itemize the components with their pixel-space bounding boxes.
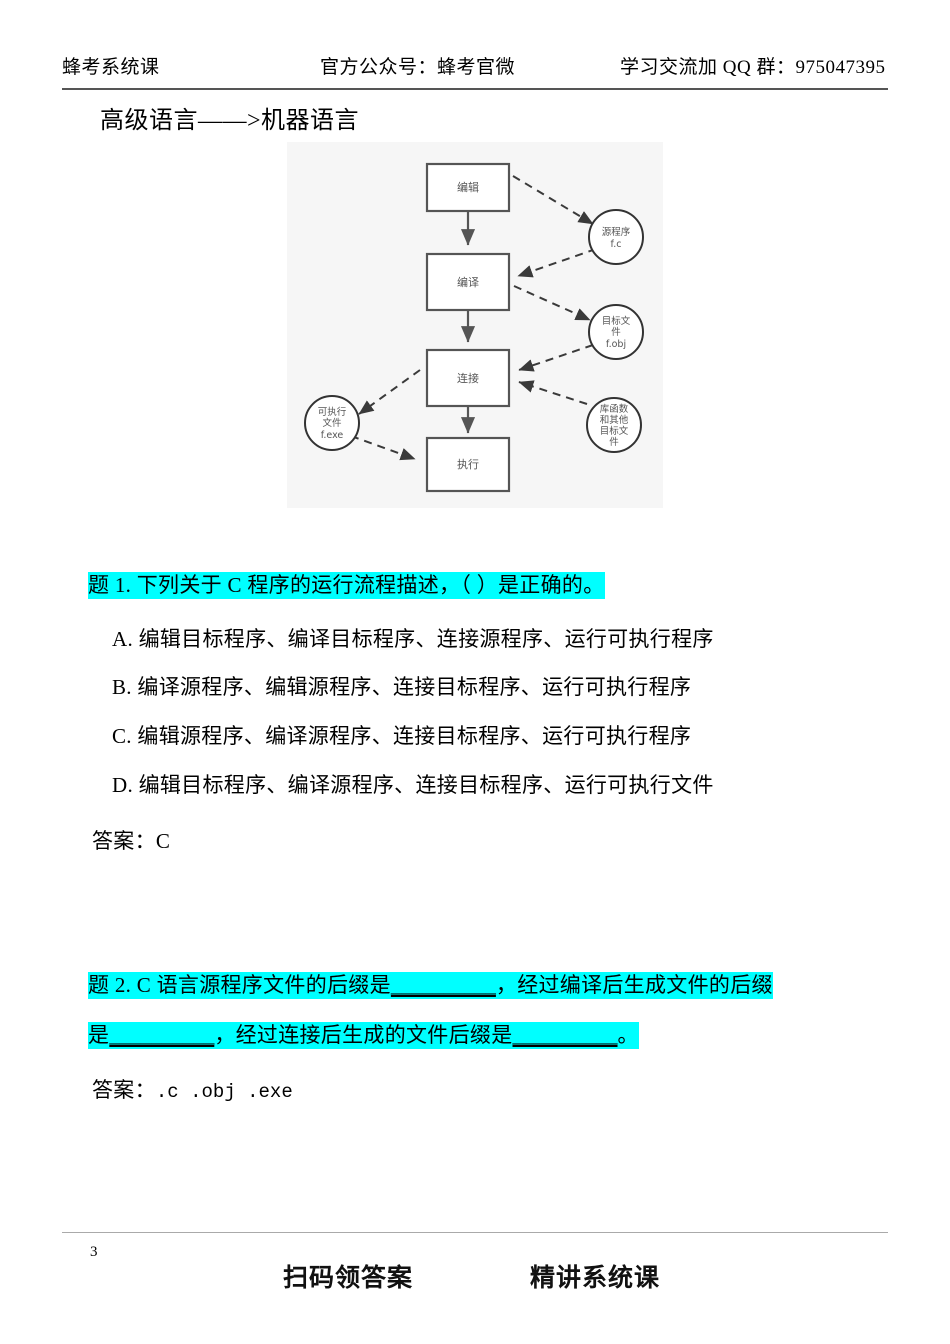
question-2-line1-part2: ，经过编译后生成文件的后缀	[495, 973, 773, 997]
edge-compile-to-object	[513, 285, 591, 321]
diagram-node-compile-label: 编译	[457, 275, 479, 289]
header-center-text: 官方公众号：蜂考官微	[320, 57, 516, 78]
question-2-blank-2[interactable]: __________	[109, 1023, 215, 1047]
edge-library-to-link	[518, 380, 588, 405]
diagram-node-source-file: 源程序 f.c	[588, 209, 644, 265]
question-1-answer: 答案：C	[92, 825, 170, 855]
edge-edit-to-source	[512, 175, 594, 225]
page-header: 蜂考系统课 官方公众号：蜂考官微 学习交流加 QQ 群：975047395	[62, 52, 888, 86]
diagram-node-source-line2: f.c	[611, 239, 622, 250]
diagram-node-object-line1: 目标文	[602, 315, 631, 327]
diagram-node-link: 连接	[425, 348, 511, 408]
header-right-text: 学习交流加 QQ 群：975047395	[620, 57, 886, 78]
edge-link-to-executable	[358, 369, 421, 415]
header-divider	[62, 88, 888, 90]
question-2-blank-3[interactable]: __________	[512, 1023, 618, 1047]
question-1-option-d[interactable]: D. 编辑目标程序、编译源程序、连接目标程序、运行可执行文件	[112, 773, 714, 797]
question-2-line-1: 题 2. C 语言源程序文件的后缀是__________，经过编译后生成文件的后…	[88, 970, 773, 1000]
diagram-node-library-line3: 目标文	[600, 425, 629, 437]
diagram-node-library-line2: 和其他	[600, 414, 629, 426]
question-1-option-a[interactable]: A. 编辑目标程序、编译目标程序、连接源程序、运行可执行程序	[112, 627, 714, 651]
question-2-blank-1[interactable]: __________	[390, 973, 496, 997]
question-1-option-c[interactable]: C. 编辑源程序、编译源程序、连接目标程序、运行可执行程序	[112, 724, 692, 748]
diagram-node-run: 执行	[425, 436, 511, 493]
question-1-stem-text: 题 1. 下列关于 C 程序的运行流程描述，（ ）是正确的。	[88, 572, 605, 599]
diagram-node-library-line4: 件	[609, 436, 619, 448]
edge-source-to-compile	[517, 248, 597, 278]
question-2-line2-part3: 。	[617, 1023, 639, 1047]
diagram-node-object-file: 目标文 件 f.obj	[588, 304, 644, 360]
diagram-node-object-line2: 件	[611, 326, 621, 338]
question-2-answer: 答案：.c .obj .exe	[92, 1074, 293, 1104]
question-2-answer-label: 答案：	[92, 1078, 156, 1102]
question-1-option-b[interactable]: B. 编译源程序、编辑源程序、连接目标程序、运行可执行程序	[112, 675, 692, 699]
diagram-node-executable-line3: f.exe	[321, 430, 344, 441]
diagram-node-library-line1: 库函数	[600, 403, 629, 415]
diagram-node-executable-file: 可执行 文件 f.exe	[304, 395, 360, 451]
section-title: 高级语言——>机器语言	[100, 108, 360, 134]
question-2-line2-part1: 是	[88, 1023, 110, 1047]
diagram-node-executable-line2: 文件	[322, 417, 342, 429]
question-2-line-2: 是__________，经过连接后生成的文件后缀是__________。	[88, 1020, 639, 1050]
diagram-node-object-line3: f.obj	[606, 339, 626, 350]
footer-course-promo-text: 精讲系统课	[530, 1263, 661, 1292]
question-1-stem: 题 1. 下列关于 C 程序的运行流程描述，（ ）是正确的。	[88, 570, 605, 600]
question-2-line1-part1: 题 2. C 语言源程序文件的后缀是	[88, 973, 391, 997]
question-2-answer-value: .c .obj .exe	[155, 1081, 293, 1103]
question-1-answer-value: C	[155, 829, 171, 853]
footer-scan-qr-text: 扫码领答案	[283, 1263, 414, 1292]
question-1-answer-label: 答案：	[92, 829, 156, 853]
question-2-line2-part2: ，经过连接后生成的文件后缀是	[214, 1023, 513, 1047]
edge-executable-to-run	[350, 435, 416, 461]
header-left-text: 蜂考系统课	[62, 57, 160, 78]
edge-object-to-link	[518, 344, 594, 372]
diagram-node-link-label: 连接	[457, 372, 479, 385]
diagram-node-run-label: 执行	[457, 457, 479, 471]
compilation-flow-diagram: 编辑 编译 连接 执行 源程序 f.c 目标文 件 f.obj 可执行	[287, 142, 663, 508]
page-number: 3	[90, 1244, 98, 1260]
footer-divider	[62, 1232, 888, 1233]
diagram-node-source-line1: 源程序	[602, 226, 631, 238]
diagram-node-edit: 编辑	[425, 162, 511, 213]
diagram-node-edit-label: 编辑	[457, 180, 479, 194]
diagram-node-library-file: 库函数 和其他 目标文 件	[586, 397, 642, 453]
diagram-node-executable-line1: 可执行	[318, 406, 347, 418]
diagram-node-compile: 编译	[425, 252, 511, 312]
